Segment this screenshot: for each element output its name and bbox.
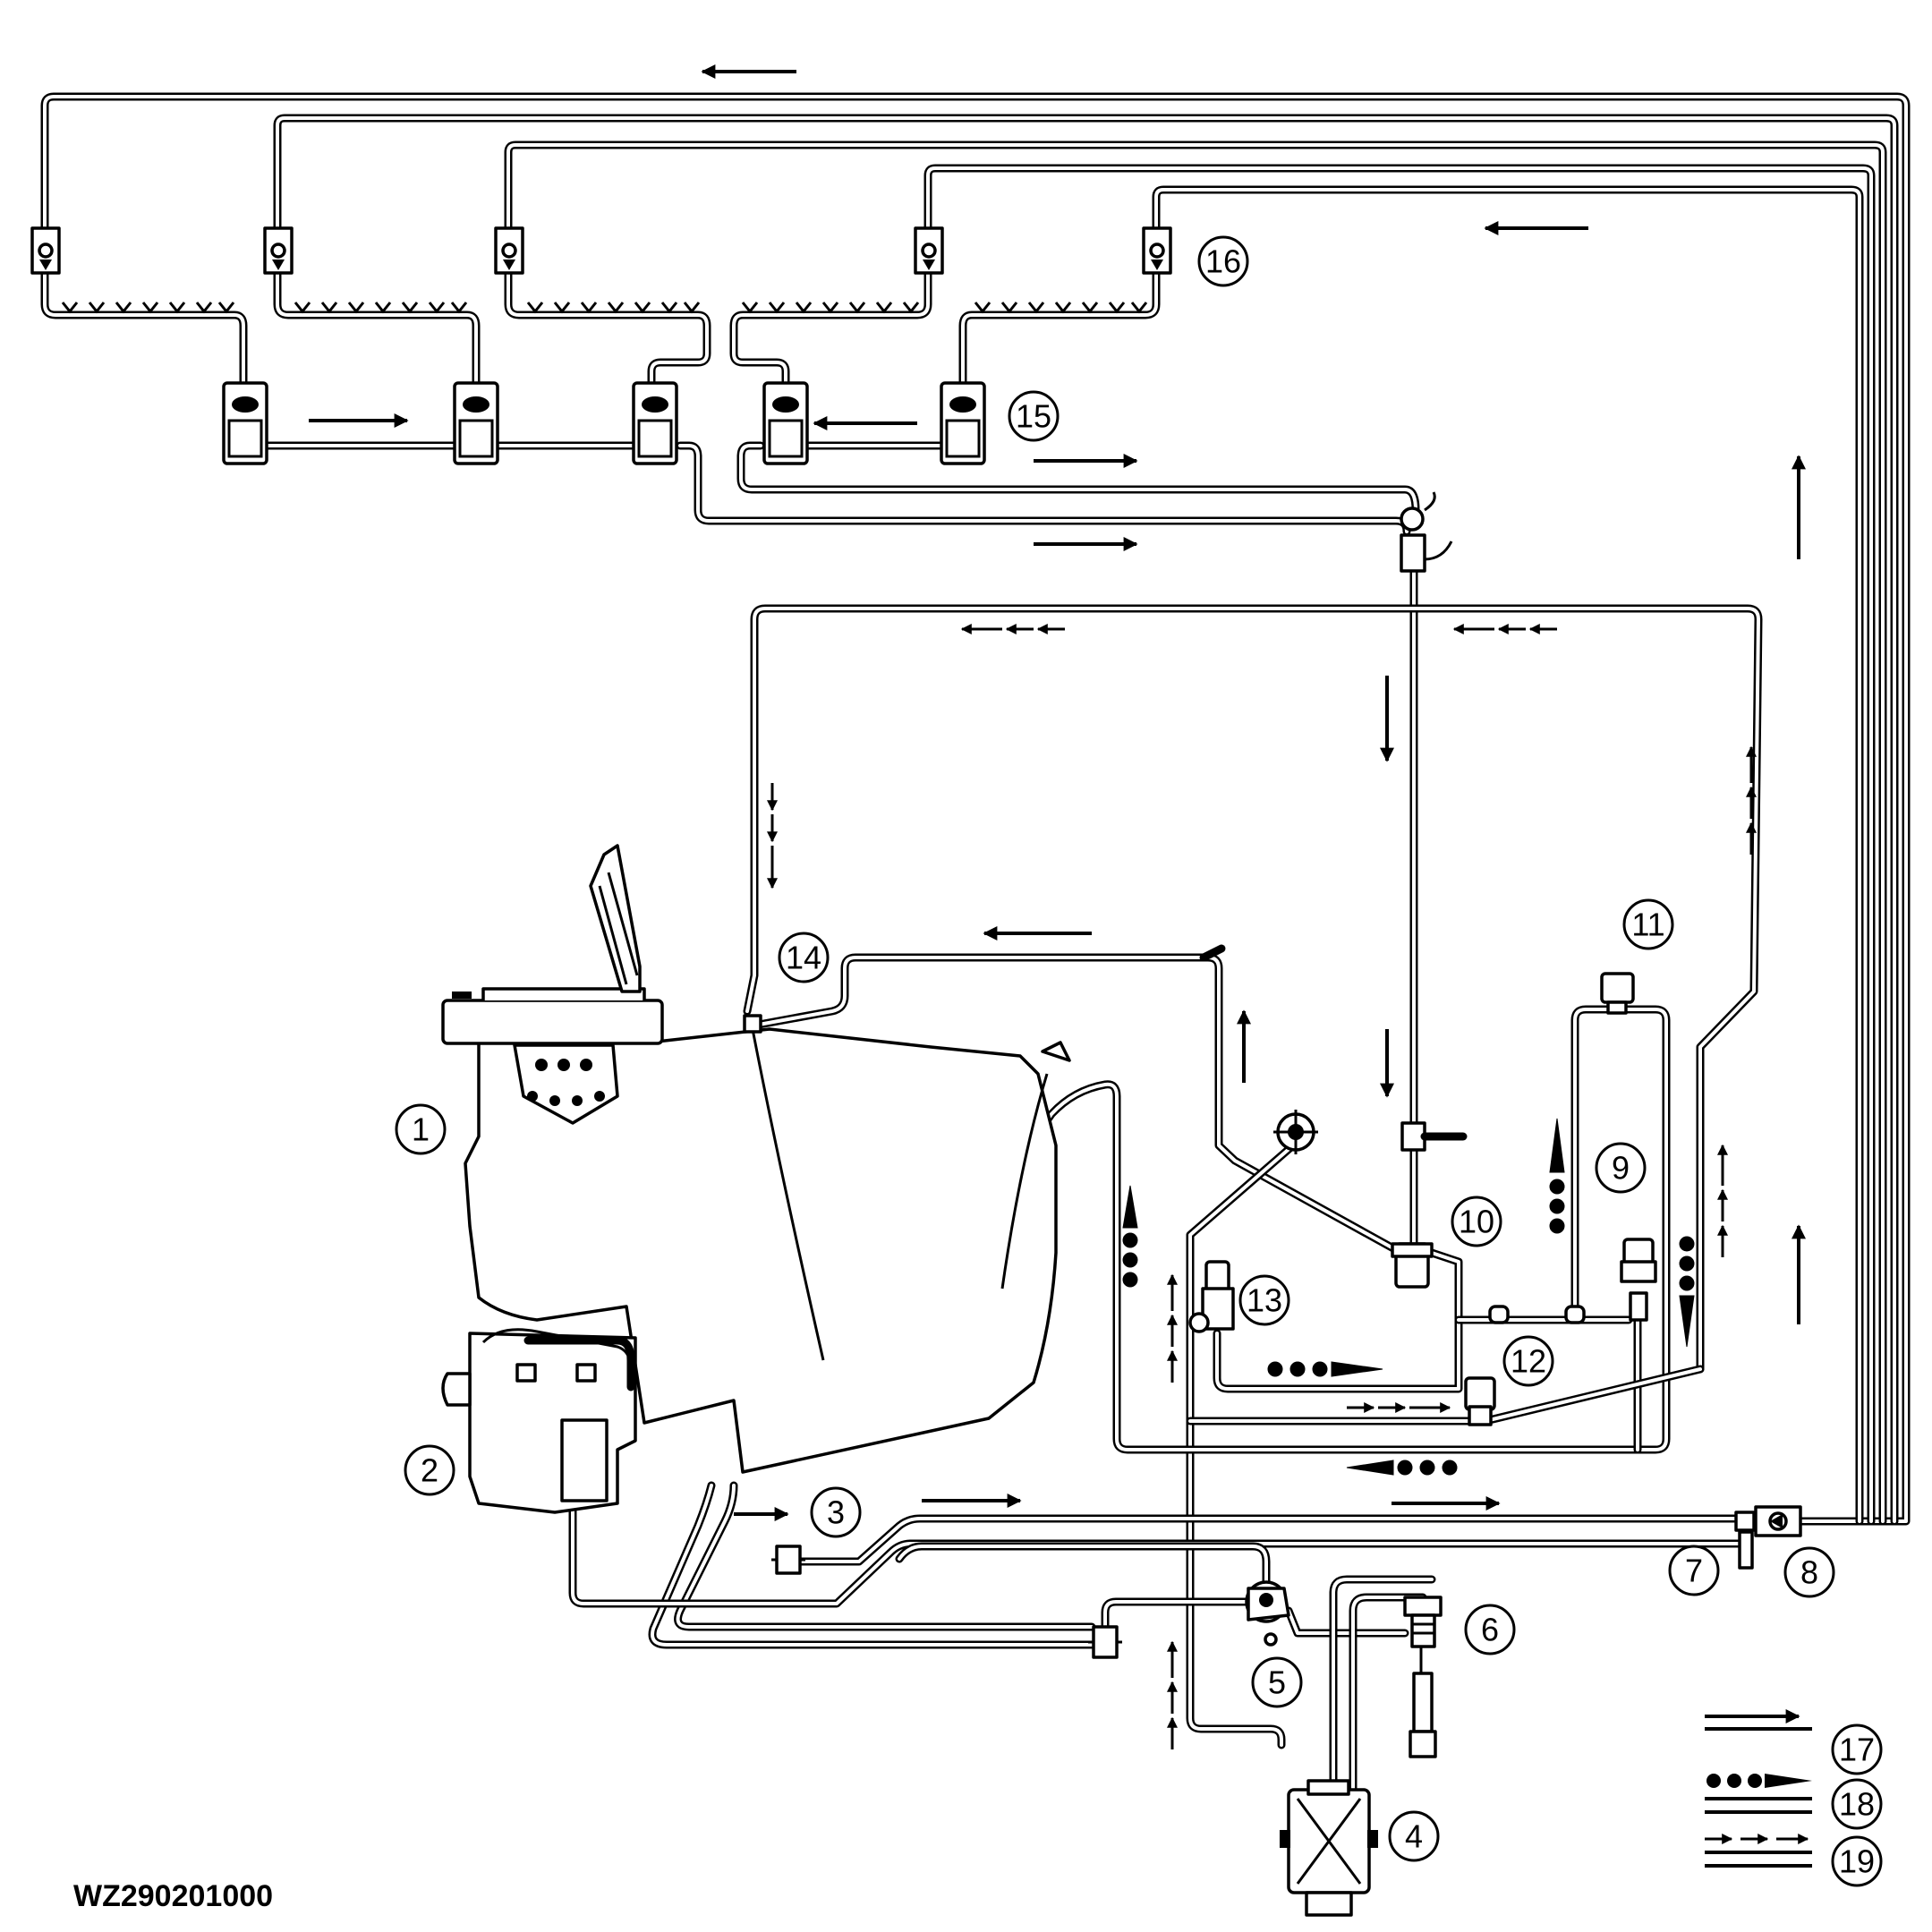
callout-6: 6 (1464, 1604, 1516, 1655)
svg-text:12: 12 (1511, 1343, 1546, 1380)
breather-11 (1600, 972, 1635, 1015)
svg-text:17: 17 (1839, 1732, 1875, 1768)
legend (1705, 1709, 1812, 1868)
svg-text:16: 16 (1205, 243, 1241, 280)
valve-5 (1245, 1580, 1290, 1647)
svg-text:10: 10 (1459, 1204, 1494, 1240)
grease-points (61, 302, 1148, 314)
svg-text:4: 4 (1405, 1818, 1423, 1855)
check-valve (494, 226, 524, 275)
legend-item-19 (1705, 1834, 1812, 1868)
check-valve (1142, 226, 1172, 275)
distributor-block (940, 381, 986, 465)
distributor-block (762, 381, 809, 465)
valve-9 (1620, 1238, 1657, 1322)
callout-3: 3 (810, 1486, 862, 1538)
pipe-network (40, 92, 1911, 1794)
check-valve (263, 226, 294, 275)
distributor-block (453, 381, 499, 465)
check-valve (914, 226, 944, 275)
sensor-3 (771, 1545, 805, 1575)
tee-12 (1488, 1305, 1586, 1324)
distributor-block (222, 381, 268, 465)
svg-text:19: 19 (1839, 1843, 1875, 1880)
flow-arrows (309, 64, 1806, 1749)
fitting-14 (743, 944, 1226, 1034)
svg-text:14: 14 (786, 940, 821, 976)
valve-12 (1464, 1376, 1496, 1426)
callout-15: 15 (1008, 390, 1060, 442)
filter-6 (1403, 1596, 1443, 1758)
transmission-1 (441, 844, 1071, 1474)
reservoir-2 (441, 1328, 637, 1514)
svg-text:1: 1 (412, 1111, 430, 1148)
legend-item-18 (1705, 1774, 1812, 1814)
callout-16: 16 (1197, 235, 1249, 287)
svg-text:9: 9 (1612, 1150, 1630, 1187)
sensor-near-pump (1088, 1625, 1122, 1659)
callout-12: 12 (1502, 1335, 1554, 1387)
callout-18: 18 (1831, 1778, 1883, 1830)
callout-13: 13 (1238, 1274, 1290, 1326)
valve-13 (1188, 1260, 1235, 1333)
figure-code: WZ290201000 (73, 1879, 273, 1913)
svg-text:5: 5 (1268, 1664, 1286, 1701)
callout-19: 19 (1831, 1835, 1883, 1887)
callout-9: 9 (1595, 1142, 1647, 1194)
callouts: 1 2 3 4 5 6 7 8 9 10 11 12 13 14 15 16 1… (395, 235, 1883, 1887)
distributor-blocks-15 (222, 381, 986, 465)
svg-text:7: 7 (1685, 1553, 1703, 1589)
check-valves-16 (30, 226, 1172, 275)
valve-cross (1273, 1110, 1318, 1154)
svg-text:18: 18 (1839, 1786, 1875, 1823)
callout-7: 7 (1668, 1545, 1720, 1596)
svg-text:11: 11 (1631, 906, 1664, 943)
callout-2: 2 (404, 1444, 455, 1496)
svg-text:2: 2 (421, 1452, 438, 1489)
legend-item-17 (1705, 1709, 1812, 1731)
callout-14: 14 (778, 932, 830, 983)
svg-text:3: 3 (827, 1494, 845, 1531)
callout-5: 5 (1251, 1656, 1303, 1708)
filter-10 (1391, 1121, 1468, 1289)
callout-11: 11 (1622, 898, 1674, 950)
callout-1: 1 (395, 1103, 447, 1155)
fitting-7 (1734, 1511, 1756, 1570)
check-valve (30, 226, 61, 275)
callout-17: 17 (1831, 1723, 1883, 1775)
tee-fitting (1400, 491, 1453, 573)
svg-text:8: 8 (1800, 1554, 1818, 1591)
svg-text:15: 15 (1016, 398, 1051, 435)
svg-text:13: 13 (1247, 1282, 1282, 1319)
callout-8: 8 (1783, 1546, 1835, 1598)
callout-4: 4 (1388, 1810, 1440, 1862)
svg-text:6: 6 (1481, 1612, 1499, 1648)
pump-4 (1280, 1779, 1378, 1917)
check-valve-8 (1754, 1505, 1802, 1537)
distributor-block (632, 381, 678, 465)
callout-10: 10 (1451, 1196, 1502, 1247)
